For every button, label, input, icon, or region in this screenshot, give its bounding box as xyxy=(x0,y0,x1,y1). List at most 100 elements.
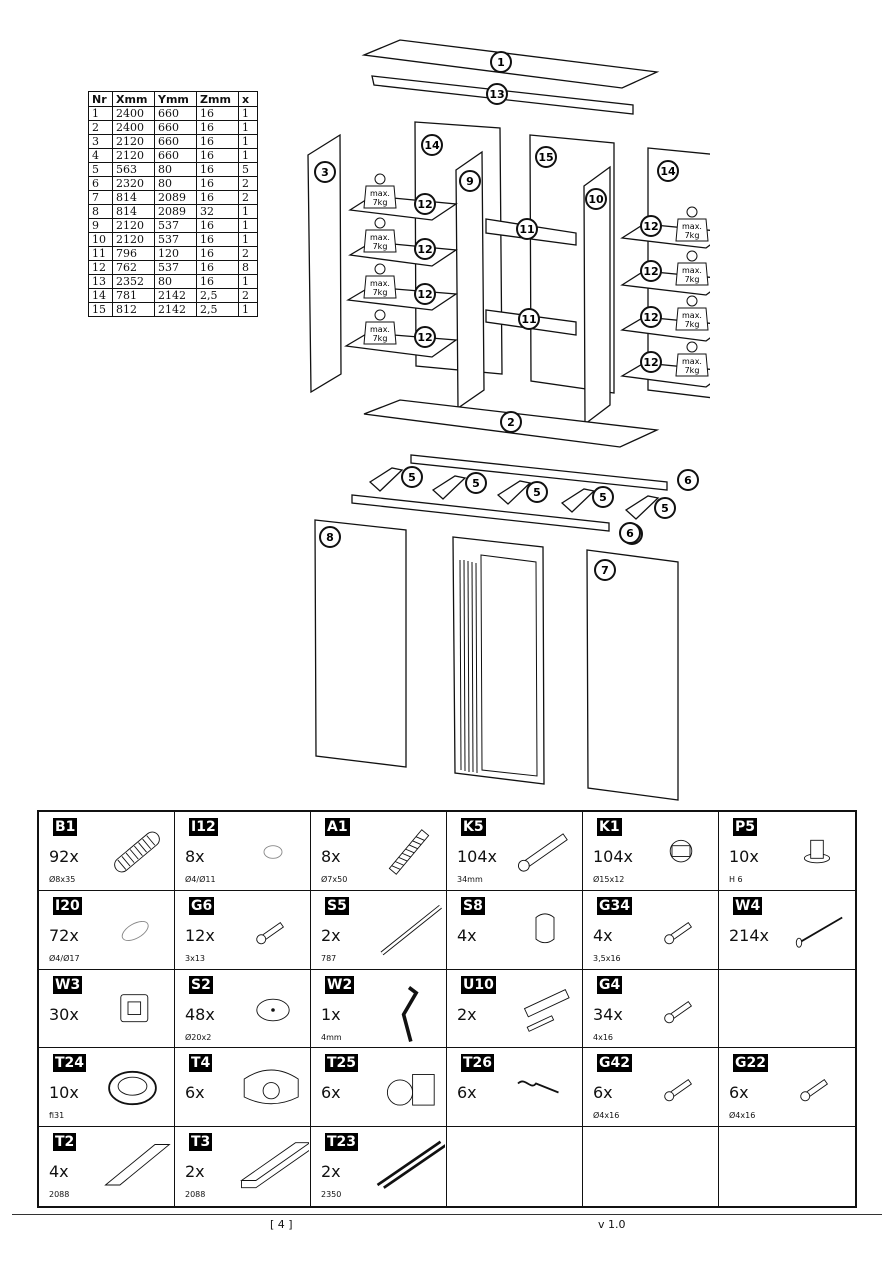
parts-table-cell: 2 xyxy=(238,288,258,303)
parts-table-cell: 2142 xyxy=(154,288,197,303)
part-badge: 12 xyxy=(414,283,436,305)
hardware-code: W2 xyxy=(325,975,355,994)
parts-table-cell: 1 xyxy=(238,302,258,317)
svg-text:12: 12 xyxy=(417,198,432,211)
part-badge: 5 xyxy=(526,481,548,503)
parts-table-cell: 4 xyxy=(88,148,113,163)
svg-text:12: 12 xyxy=(643,220,658,233)
svg-text:5: 5 xyxy=(533,486,541,499)
parts-table-cell: 1 xyxy=(238,274,258,289)
part-badge: 5 xyxy=(654,497,676,519)
hardware-quantity: 8x xyxy=(185,847,205,866)
hardware-quantity: 2x xyxy=(457,1004,477,1024)
hardware-code: T25 xyxy=(325,1054,359,1073)
parts-table-cell: 1 xyxy=(88,106,113,121)
parts-table-cell: 120 xyxy=(154,246,197,261)
parts-table-cell: 16 xyxy=(196,218,239,233)
hardware-quantity: 2x xyxy=(185,1162,205,1182)
part-number-badges: 1131415143910412112567871212121212121211… xyxy=(314,51,699,581)
hardware-quantity: 6x xyxy=(185,1083,205,1103)
parts-table-cell: 1 xyxy=(238,204,258,219)
part-badge: 14 xyxy=(421,134,443,156)
parts-table-cell: 16 xyxy=(196,190,239,205)
wall-plug-icon xyxy=(509,976,581,1048)
part-badge: 14 xyxy=(657,160,679,182)
parts-table-cell: 8 xyxy=(238,260,258,275)
foot-icon xyxy=(781,818,853,890)
spring-clip-icon xyxy=(509,1054,581,1126)
part-badge: 12 xyxy=(414,193,436,215)
hardware-spec: 34mm xyxy=(457,875,483,884)
svg-text:max.: max. xyxy=(682,357,702,366)
hardware-quantity: 1x xyxy=(321,1004,341,1024)
hardware-code: W3 xyxy=(53,975,83,994)
svg-text:14: 14 xyxy=(424,139,440,152)
parts-table-cell: 16 xyxy=(196,246,239,261)
parts-table-cell: 2120 xyxy=(112,218,155,233)
hardware-spec: Ø20x2 xyxy=(185,1032,212,1042)
parts-table-cell: 762 xyxy=(112,260,155,275)
part-10-divider xyxy=(583,165,611,426)
hardware-quantity: 48x xyxy=(185,1004,215,1024)
parts-table-cell: 660 xyxy=(154,134,197,149)
hardware-spec: Ø15x12 xyxy=(593,875,625,884)
weight-limit-icons: max.7kgmax.7kgmax.7kgmax.7kgmax.7kgmax.7… xyxy=(363,173,709,377)
parts-table-cell: 2 xyxy=(238,176,258,191)
parts-table-cell: 2 xyxy=(238,246,258,261)
parts-table-cell: 796 xyxy=(112,246,155,261)
svg-text:10: 10 xyxy=(588,193,604,206)
part-6-rail-lower xyxy=(351,494,610,532)
screw-icon xyxy=(645,897,717,969)
hardware-code: G6 xyxy=(189,896,215,915)
washer-icon xyxy=(237,976,309,1048)
parts-table-cell: 660 xyxy=(154,120,197,135)
svg-text:7kg: 7kg xyxy=(685,275,700,284)
weight-limit-icon: max.7kg xyxy=(675,250,709,286)
hardware-code: T26 xyxy=(461,1054,495,1073)
parts-table-cell: 563 xyxy=(112,162,155,177)
parts-table-cell: 814 xyxy=(112,190,155,205)
svg-text:6: 6 xyxy=(684,474,692,487)
parts-table-cell: 16 xyxy=(196,134,239,149)
hardware-quantity: 4x xyxy=(457,925,477,945)
svg-text:7kg: 7kg xyxy=(685,320,700,329)
track-icon xyxy=(373,1133,446,1205)
hardware-spec: 787 xyxy=(321,953,337,963)
hardware-spec: Ø4x16 xyxy=(593,1111,620,1121)
parts-table-cell: 11 xyxy=(88,246,113,261)
hardware-cell-empty xyxy=(719,970,855,1049)
hardware-spec: 2088 xyxy=(49,1190,70,1200)
parts-table-cell: 5 xyxy=(88,162,113,177)
hardware-code: G34 xyxy=(597,896,632,915)
cam-lock-icon xyxy=(645,818,717,890)
parts-table-cell: 16 xyxy=(196,274,239,289)
svg-text:12: 12 xyxy=(643,265,658,278)
parts-table-cell: 80 xyxy=(154,274,197,289)
hardware-spec: 4x16 xyxy=(593,1032,614,1042)
svg-text:max.: max. xyxy=(370,233,390,242)
parts-table-header-cell: Nr xyxy=(88,91,113,107)
hardware-quantity: 10x xyxy=(729,847,759,866)
part-badge: 12 xyxy=(414,238,436,260)
parts-table-cell: 2,5 xyxy=(196,288,239,303)
screw-icon xyxy=(237,897,309,969)
version-label: v 1.0 xyxy=(598,1218,626,1231)
hardware-code: S5 xyxy=(325,896,349,915)
mirror-inset xyxy=(480,554,538,777)
